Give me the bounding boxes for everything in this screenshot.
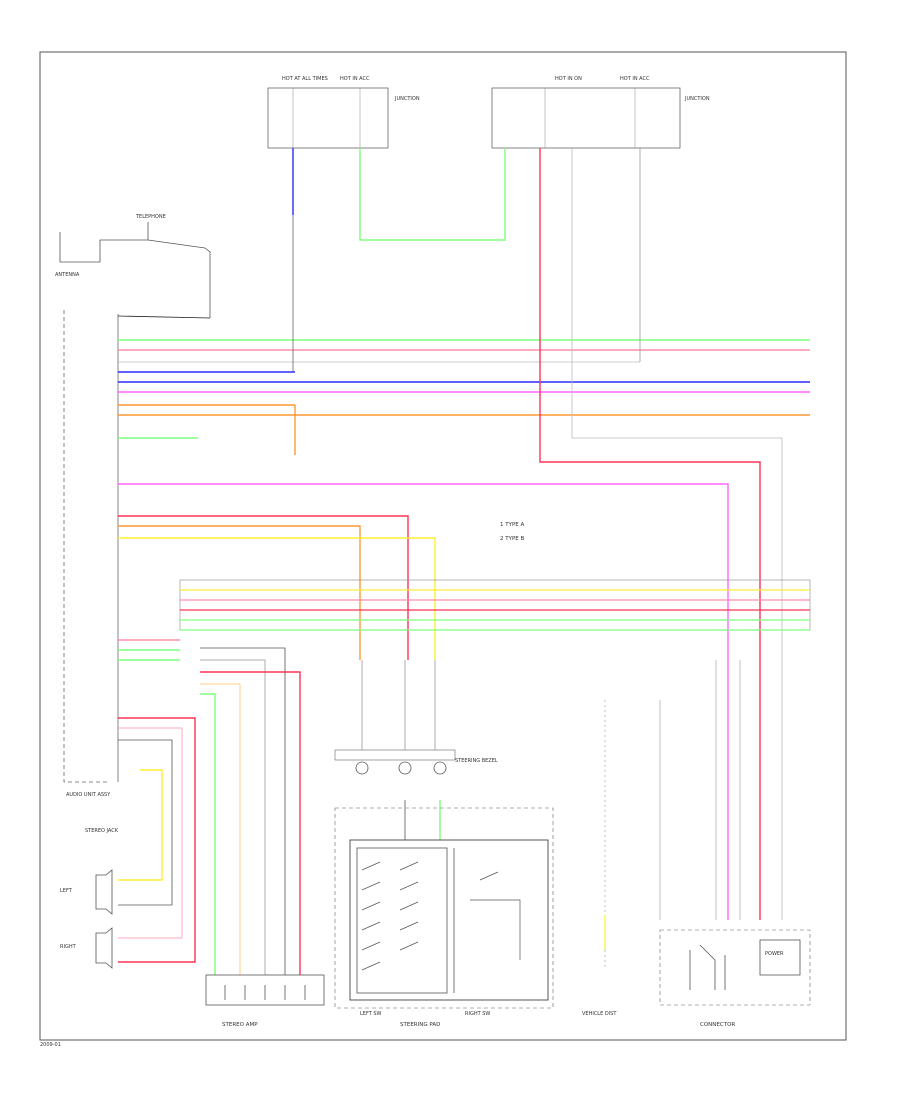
junction-label: JUNCTION bbox=[394, 96, 420, 102]
wire-bundle-top bbox=[117, 315, 810, 439]
fuse-block-left: HOT AT ALL TIMES HOT IN ACC JUNCTION bbox=[267, 76, 420, 149]
steering-bezel-label: STEERING BEZEL bbox=[455, 758, 498, 764]
hot-in-acc-label: HOT IN ACC bbox=[340, 76, 370, 82]
steering-bezel: STEERING BEZEL bbox=[334, 660, 498, 840]
steering-pad-switch: LEFT SW RIGHT SW STEERING PAD bbox=[334, 807, 554, 1028]
hot-at-all-times-label: HOT AT ALL TIMES bbox=[282, 76, 328, 82]
audio-unit-block: AUDIO UNIT ASSY bbox=[63, 310, 119, 798]
speaker-right-icon: RIGHT bbox=[60, 927, 113, 969]
wire-bundle-speaker bbox=[118, 717, 196, 963]
antenna-label: ANTENNA bbox=[55, 272, 80, 278]
connector-label: CONNECTOR bbox=[700, 1022, 735, 1028]
telephone-antenna: TELEPHONE ANTENNA bbox=[55, 214, 211, 318]
junction-label-2: JUNCTION bbox=[684, 96, 710, 102]
footer-code: 2009-01 bbox=[40, 1042, 61, 1048]
telephone-label: TELEPHONE bbox=[135, 214, 166, 220]
audio-unit-label: AUDIO UNIT ASSY bbox=[66, 792, 111, 798]
legend-type-b: 2 TYPE B bbox=[500, 536, 525, 542]
wire-bundle-mid bbox=[118, 515, 436, 660]
right-speaker-label: RIGHT bbox=[60, 944, 77, 950]
vehicle-dist-sensor: VEHICLE DIST bbox=[582, 700, 617, 1017]
speaker-left-icon: LEFT bbox=[60, 869, 113, 915]
stereo-amp-label: STEREO AMP bbox=[222, 1022, 258, 1028]
wire-bundle-lower bbox=[179, 579, 811, 631]
power-connector: POWER CONNECTOR bbox=[659, 660, 811, 1028]
steering-pad-label: STEERING PAD bbox=[400, 1022, 440, 1028]
stereo-amp-connector: STEREO AMP bbox=[205, 974, 325, 1028]
right-sw-label: RIGHT SW bbox=[465, 1011, 490, 1017]
power-label: POWER bbox=[765, 951, 784, 957]
left-sw-label: LEFT SW bbox=[360, 1011, 382, 1017]
stereo-jack-label: STEREO JACK bbox=[85, 828, 119, 834]
vehicle-dist-label: VEHICLE DIST bbox=[582, 1011, 617, 1017]
fuse-block-right: HOT IN ON HOT IN ACC JUNCTION bbox=[491, 76, 710, 149]
legend-type-a: 1 TYPE A bbox=[500, 522, 525, 528]
wire-magenta-long bbox=[118, 483, 729, 920]
vertical-feeds bbox=[292, 148, 783, 920]
hot-in-on-label: HOT IN ON bbox=[555, 76, 582, 82]
diagram-frame bbox=[39, 51, 847, 1041]
wire-bundle-stereo bbox=[118, 639, 301, 975]
left-speaker-label: LEFT bbox=[60, 888, 73, 894]
hot-in-acc-label-2: HOT IN ACC bbox=[620, 76, 650, 82]
